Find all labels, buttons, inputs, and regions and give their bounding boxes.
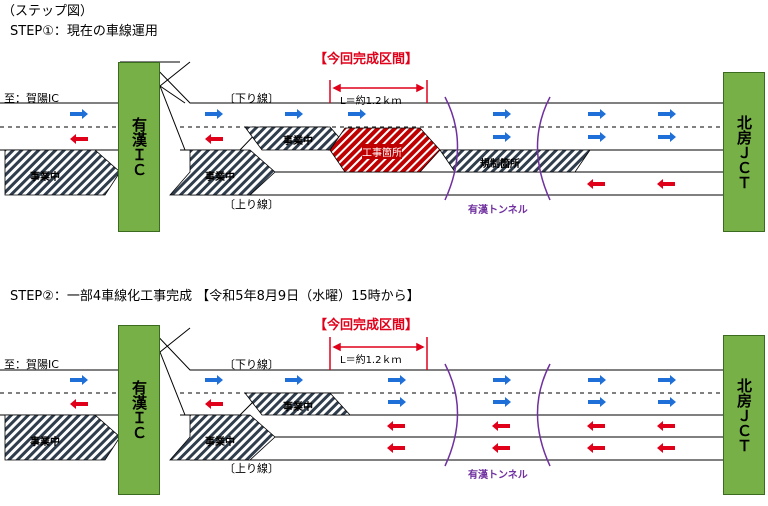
step2-caption: STEP②：一部4車線化工事完成 【令和5年8月9日（水曜）15時から】 [10, 289, 420, 304]
step2-construction-label-upper: 事業中 [283, 402, 313, 413]
step1-work-site-label: 工事箇所 [362, 144, 402, 159]
step2-to-label: 至：賀陽IC [4, 358, 59, 371]
step2-construction-area-mid [169, 414, 276, 461]
step1-ic-box: 有漢ＩＣ [118, 62, 160, 232]
step2-length-label: L＝約1.2ｋｍ [340, 355, 402, 366]
step1-tunnel [444, 96, 551, 201]
step2-ic-box: 有漢ＩＣ [118, 325, 160, 495]
step2-up-arrows [70, 399, 675, 453]
step1-up-line-label: 〔上り線〕 [224, 198, 279, 211]
step1-construction-label-mid: 事業中 [205, 172, 235, 183]
diagram-title: （ステップ図） [2, 4, 94, 19]
step1-length-label: L＝約1.2ｋｍ [340, 96, 402, 107]
step2-down-line-label: 〔下り線〕 [224, 358, 279, 371]
step2-tunnel-label: 有漢トンネル [468, 470, 528, 481]
step1-down-line-label: 〔下り線〕 [224, 92, 279, 105]
step2-construction-label-left: 事業中 [30, 437, 60, 448]
step2-construction-area-upper [244, 392, 351, 416]
step1-up-arrows [70, 134, 675, 189]
step1-construction-area-mid [169, 149, 276, 196]
step2-section-title: 【今回完成区間】 [314, 318, 419, 333]
step1-tunnel-label: 有漢トンネル [468, 205, 528, 216]
step1-section-title: 【今回完成区間】 [314, 52, 419, 67]
step1-caption: STEP①：現在の車線運用 [10, 24, 158, 39]
step2-jct-box: 北房ＪＣＴ [723, 335, 765, 495]
step2-construction-label-mid: 事業中 [205, 437, 235, 448]
step1-restricted-label: 規制箇所 [480, 159, 520, 170]
step2-up-line-label: 〔上り線〕 [224, 462, 279, 475]
step1-to-label: 至：賀陽IC [4, 92, 59, 105]
step2-down-arrows [70, 375, 676, 407]
step1-down-arrows [70, 109, 676, 142]
step2-construction-area-left [4, 414, 121, 461]
step1-construction-label-upper: 事業中 [283, 136, 313, 147]
step1-construction-area-left [4, 149, 121, 196]
step2-tunnel [444, 363, 551, 467]
step1-construction-label-left: 事業中 [30, 172, 60, 183]
step1-restricted-area [439, 149, 591, 173]
step1-jct-box: 北房ＪＣＴ [723, 72, 765, 232]
